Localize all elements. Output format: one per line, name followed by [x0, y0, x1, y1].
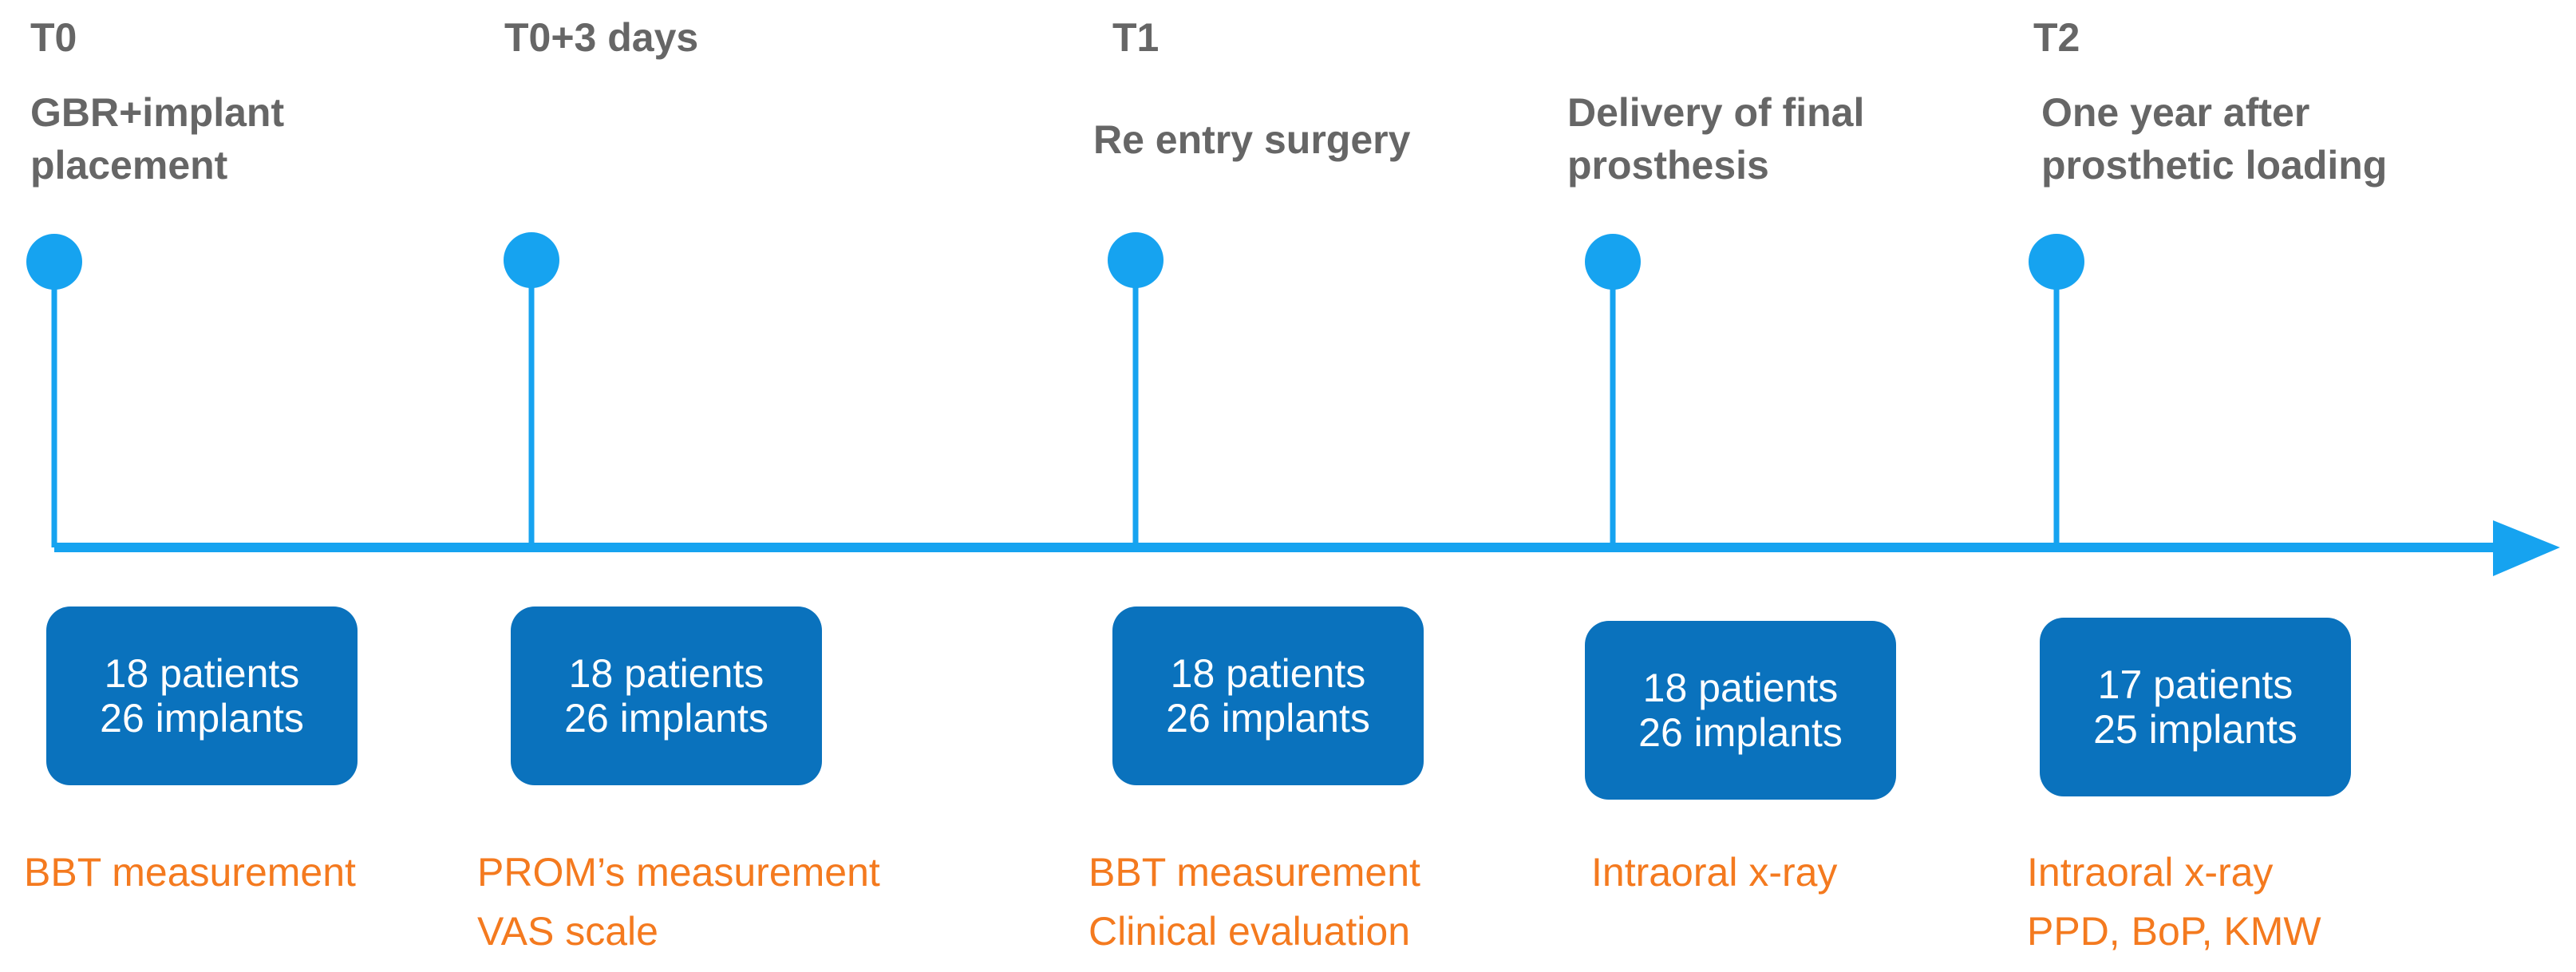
- event-label-t1-line1: Re entry surgery: [1093, 117, 1411, 162]
- measure-label-t1-line2: Clinical evaluation: [1088, 909, 1411, 954]
- time-label-t2: T2: [2033, 15, 2080, 60]
- time-label-t0: T0: [30, 15, 77, 60]
- milestone-dot-t2: [2029, 234, 2084, 290]
- event-label-t1: Re entry surgery: [1093, 113, 1410, 166]
- count-box-t0-3days: 18 patients 26 implants: [511, 607, 822, 785]
- measure-label-t2-line1: Intraoral x-ray: [2027, 850, 2274, 895]
- milestone-dot-final-prosthesis: [1585, 234, 1641, 290]
- implants-count: 26 implants: [1166, 696, 1370, 741]
- measure-label-t0-3days-line1: PROM’s measurement: [477, 850, 880, 895]
- event-label-t2-line1: One year after: [2041, 90, 2310, 135]
- event-label-t2-line2: prosthetic loading: [2041, 143, 2388, 188]
- measure-label-t2: Intraoral x-ray PPD, BoP, KMW: [2027, 843, 2321, 961]
- milestone-dot-t1: [1108, 232, 1164, 288]
- event-label-t2: One year after prosthetic loading: [2041, 86, 2387, 192]
- patients-count: 18 patients: [1642, 666, 1839, 710]
- time-label-t1: T1: [1112, 15, 1160, 60]
- measure-label-t0-3days: PROM’s measurement VAS scale: [477, 843, 880, 961]
- measure-label-t2-line2: PPD, BoP, KMW: [2027, 909, 2321, 954]
- event-label-t0-line1: GBR+implant: [30, 90, 285, 135]
- measure-label-final-prosthesis: Intraoral x-ray: [1591, 843, 1837, 902]
- patients-count: 17 patients: [2097, 662, 2294, 707]
- patients-count: 18 patients: [568, 651, 765, 696]
- count-box-t0: 18 patients 26 implants: [46, 607, 358, 785]
- milestone-dot-t0-3days: [504, 232, 559, 288]
- implants-count: 26 implants: [100, 696, 304, 741]
- implants-count: 26 implants: [1638, 710, 1843, 755]
- patients-count: 18 patients: [1170, 651, 1366, 696]
- implants-count: 25 implants: [2093, 707, 2297, 752]
- event-label-t0-line2: placement: [30, 143, 228, 188]
- event-label-t0: GBR+implant placement: [30, 86, 284, 192]
- count-box-t2: 17 patients 25 implants: [2040, 618, 2351, 796]
- measure-label-t1-line1: BBT measurement: [1088, 850, 1420, 895]
- milestone-dot-t0: [26, 234, 82, 290]
- measure-label-t0-3days-line2: VAS scale: [477, 909, 658, 954]
- count-box-t1: 18 patients 26 implants: [1112, 607, 1424, 785]
- patients-count: 18 patients: [104, 651, 300, 696]
- event-label-final-prosthesis-line2: prosthesis: [1567, 143, 1769, 188]
- time-label-t0-3days: T0+3 days: [504, 15, 699, 60]
- measure-label-final-prosthesis-line1: Intraoral x-ray: [1591, 850, 1838, 895]
- measure-label-t0: BBT measurement: [24, 843, 356, 902]
- measure-label-t0-line1: BBT measurement: [24, 850, 356, 895]
- measure-label-t1: BBT measurement Clinical evaluation: [1088, 843, 1420, 961]
- implants-count: 26 implants: [564, 696, 768, 741]
- event-label-final-prosthesis: Delivery of final prosthesis: [1567, 86, 1864, 192]
- count-box-final-prosthesis: 18 patients 26 implants: [1585, 621, 1896, 800]
- event-label-final-prosthesis-line1: Delivery of final: [1567, 90, 1865, 135]
- timeline-arrowhead-icon: [2493, 520, 2560, 576]
